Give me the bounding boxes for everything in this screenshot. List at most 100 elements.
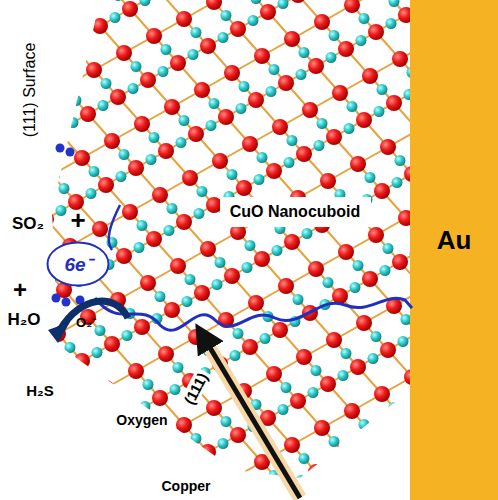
molecule-label: H₂O bbox=[7, 310, 40, 330]
oxygen-atom bbox=[302, 102, 318, 118]
bond bbox=[46, 0, 76, 16]
legend-label: Copper bbox=[162, 478, 211, 494]
oxygen-atom bbox=[272, 322, 288, 338]
copper-atom bbox=[119, 149, 130, 160]
bond bbox=[340, 499, 364, 500]
copper-atom bbox=[50, 452, 61, 463]
bond bbox=[40, 43, 70, 60]
copper-atom bbox=[392, 177, 403, 188]
ion-label: O₂⁻ bbox=[76, 313, 96, 331]
oxygen-atom bbox=[374, 183, 390, 199]
oxygen-atom bbox=[338, 447, 354, 463]
oxygen-atom bbox=[338, 41, 354, 57]
oxygen-atom bbox=[74, 353, 90, 369]
node-text: CuO Nanocuboid bbox=[230, 203, 361, 221]
oxygen-atom bbox=[362, 68, 378, 84]
copper-atom bbox=[218, 438, 229, 449]
copper-atom bbox=[299, 47, 310, 58]
bond bbox=[94, 476, 118, 500]
copper-atom bbox=[236, 103, 247, 114]
copper-atom bbox=[194, 208, 205, 219]
bond bbox=[0, 351, 28, 368]
oxygen-atom bbox=[134, 116, 150, 132]
bond bbox=[370, 465, 400, 482]
oxygen-atom bbox=[170, 55, 186, 71]
copper-atom bbox=[308, 387, 319, 398]
copper-atom bbox=[212, 279, 223, 290]
copper-atom bbox=[131, 61, 142, 72]
bond bbox=[22, 0, 46, 16]
bond bbox=[0, 412, 16, 439]
copper-atom bbox=[314, 140, 325, 151]
copper-atom bbox=[383, 243, 394, 254]
bond bbox=[0, 33, 16, 50]
oxygen-atom bbox=[146, 28, 162, 44]
copper-atom bbox=[371, 331, 382, 342]
bond bbox=[256, 489, 286, 500]
copper-atom bbox=[56, 205, 67, 216]
bond bbox=[154, 442, 178, 469]
oxygen-atom bbox=[332, 491, 348, 500]
copper-atom bbox=[254, 174, 265, 185]
copper-atom bbox=[278, 404, 289, 415]
oxygen-atom bbox=[242, 339, 258, 355]
copper-atom bbox=[86, 188, 97, 199]
oxygen-atom bbox=[326, 332, 342, 348]
copper-atom bbox=[326, 52, 337, 63]
copper-atom bbox=[338, 370, 349, 381]
copper-atom bbox=[239, 81, 250, 92]
node-text: 6e⁻ bbox=[64, 251, 91, 277]
bond bbox=[0, 165, 22, 192]
copper-atom bbox=[281, 382, 292, 393]
oxygen-atom bbox=[296, 349, 312, 365]
oxygen-atom bbox=[356, 315, 372, 331]
copper-atom bbox=[344, 123, 355, 134]
oxygen-atom bbox=[128, 363, 144, 379]
oxygen-atom bbox=[392, 51, 408, 67]
copper-atom bbox=[185, 274, 196, 285]
oxygen-atom bbox=[242, 136, 258, 152]
copper-atom bbox=[140, 401, 151, 412]
bond bbox=[0, 483, 10, 500]
copper-atom bbox=[83, 413, 94, 424]
oxygen-atom bbox=[92, 424, 108, 440]
copper-atom bbox=[356, 35, 367, 46]
copper-atom bbox=[227, 169, 238, 180]
bond bbox=[0, 94, 4, 121]
copper-atom bbox=[101, 78, 112, 89]
copper-atom bbox=[116, 171, 127, 182]
bond bbox=[46, 405, 76, 422]
oxygen-atom bbox=[236, 180, 252, 196]
molecule-label: H₂S bbox=[26, 382, 54, 399]
copper-atom bbox=[221, 416, 232, 427]
oxygen-atom bbox=[212, 153, 228, 169]
bond bbox=[40, 466, 64, 493]
oxygen-atom bbox=[272, 119, 288, 135]
copper-atom bbox=[329, 30, 340, 41]
copper-atom bbox=[89, 166, 100, 177]
bond bbox=[76, 405, 100, 432]
copper-atom bbox=[377, 84, 388, 95]
bond bbox=[94, 459, 124, 476]
oxygen-atom bbox=[140, 478, 156, 494]
bond bbox=[370, 482, 394, 500]
oxygen-atom bbox=[140, 275, 156, 291]
bond bbox=[16, 16, 46, 33]
copper-atom bbox=[233, 328, 244, 339]
copper-atom bbox=[146, 154, 157, 165]
oxygen-atom bbox=[152, 390, 168, 406]
atoms bbox=[0, 0, 475, 500]
oxygen-atom bbox=[98, 177, 114, 193]
copper-atom bbox=[398, 336, 409, 347]
bond bbox=[178, 452, 208, 469]
oxygen-atom bbox=[278, 278, 294, 294]
bond bbox=[340, 482, 370, 499]
oxygen-atom bbox=[230, 427, 246, 443]
bond bbox=[34, 493, 64, 500]
oxygen-atom bbox=[32, 255, 48, 271]
bond bbox=[0, 236, 16, 253]
bond bbox=[82, 361, 106, 388]
oxygen-atom bbox=[116, 45, 132, 61]
bond bbox=[0, 192, 22, 209]
copper-atom bbox=[161, 44, 172, 55]
